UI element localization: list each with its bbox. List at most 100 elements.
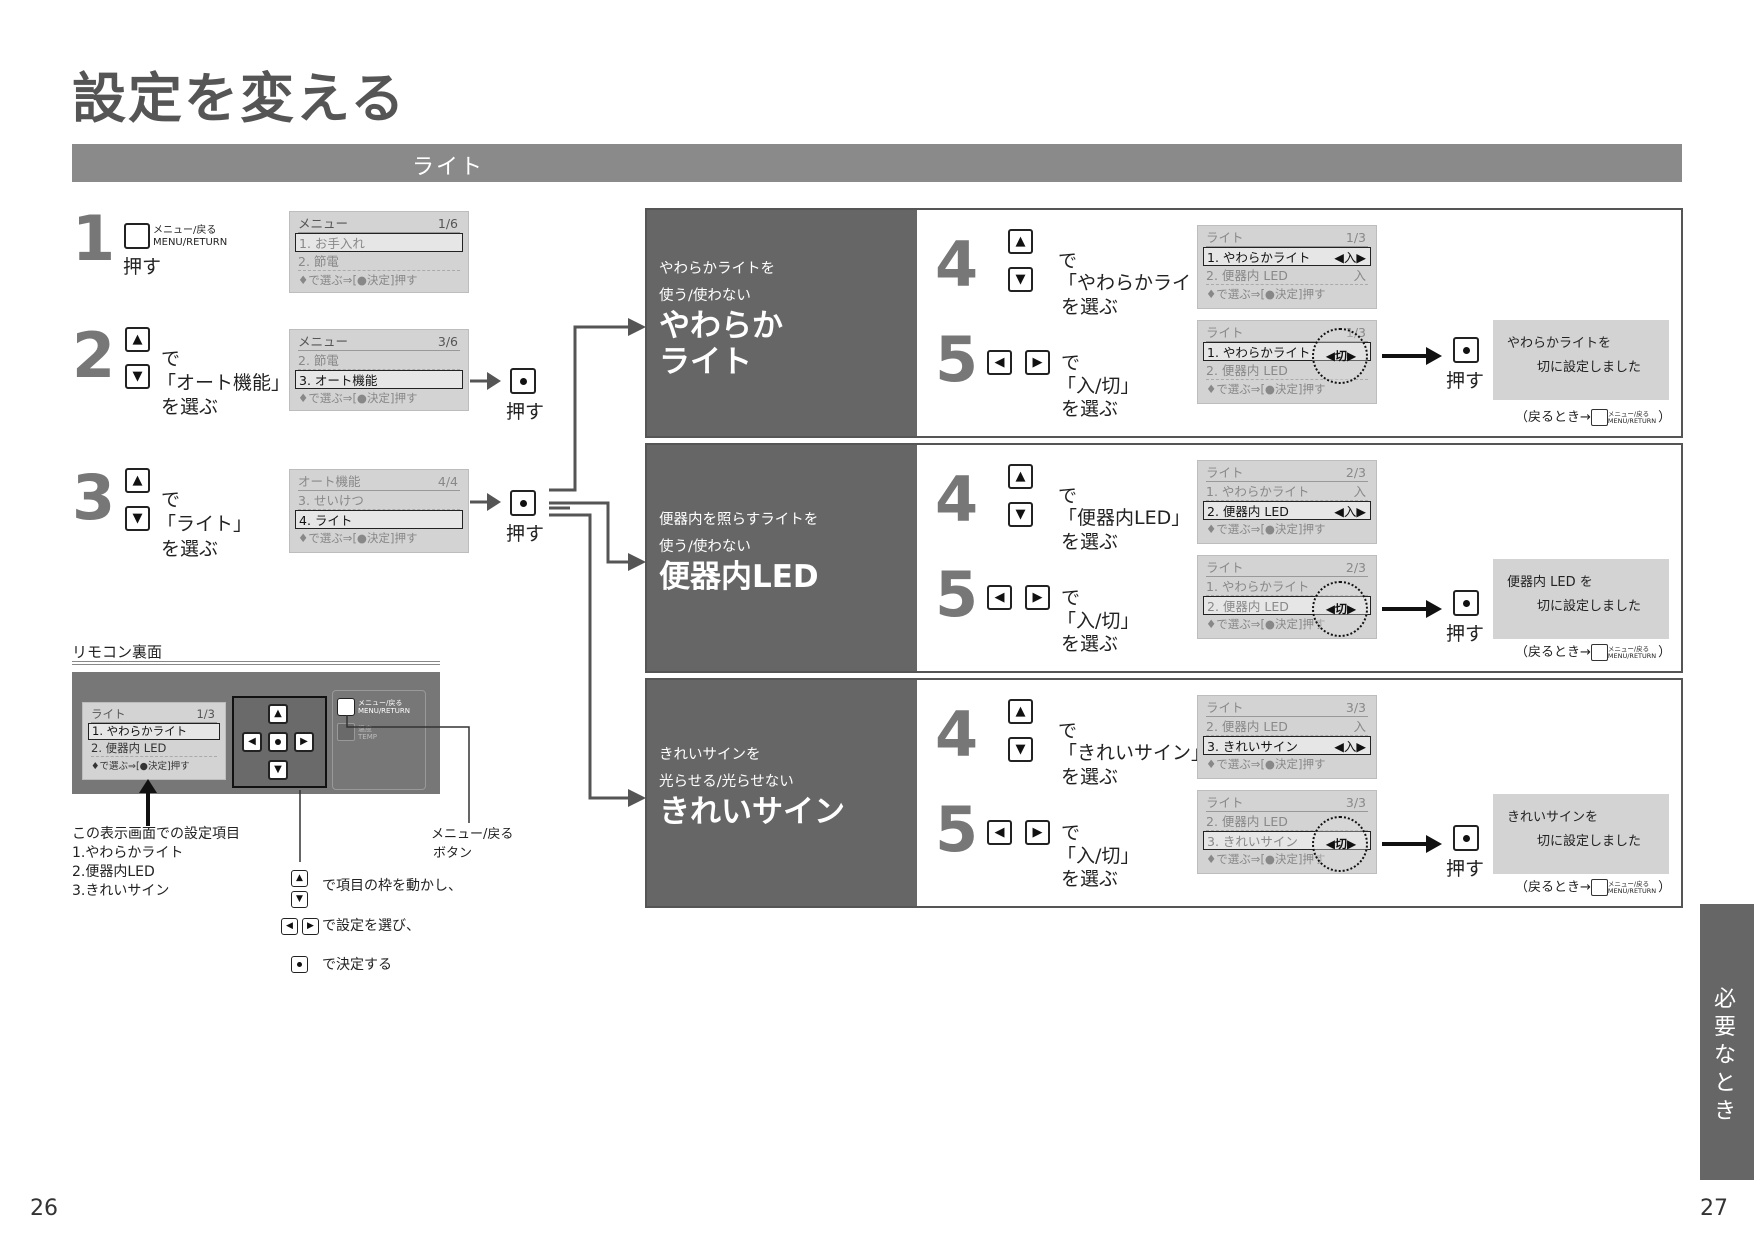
enter-button[interactable] (1453, 337, 1479, 363)
enter-button[interactable] (1453, 825, 1479, 851)
setting-panel-2: 便器内を照らすライトを 使う/使わない 便器内LED 4 ▲ ▼ で 「便器内L… (645, 443, 1683, 673)
confirmation-message: やわらかライトを 切に設定しました (1493, 320, 1669, 400)
section-title: ライト (412, 155, 485, 180)
enter-button[interactable] (510, 368, 536, 394)
up-button[interactable]: ▲ (125, 327, 150, 352)
remote-left-button[interactable]: ◀ (242, 732, 262, 752)
result-arrow (1382, 600, 1442, 618)
remote-right-button[interactable]: ▶ (294, 732, 314, 752)
step-3-press: 押す (506, 523, 545, 545)
down-button[interactable]: ▼ (1008, 502, 1033, 527)
step-3-text1: 「ライト」 (157, 513, 253, 535)
off-value: ◀切▶ (1325, 349, 1357, 363)
menu-button-callout: メニュー/戻るボタン (431, 827, 514, 861)
press-label: 押す (1446, 858, 1485, 880)
enter-icon (291, 956, 308, 973)
highlight-circle (1312, 581, 1368, 637)
remote-down-button[interactable]: ▼ (268, 760, 288, 780)
up-icon: ▲ (291, 870, 308, 887)
step-4-text2: を選ぶ (1061, 531, 1119, 553)
step-5-text2: を選ぶ (1061, 868, 1119, 890)
step-4-text1: 「便器内LED」 (1058, 507, 1191, 529)
remote-top-edge (72, 661, 440, 665)
step-4-number: 4 (935, 698, 979, 771)
right-icon: ▶ (302, 918, 319, 935)
down-button[interactable]: ▼ (125, 506, 150, 531)
down-icon: ▼ (291, 891, 308, 908)
enter-button[interactable] (1453, 590, 1479, 616)
down-button[interactable]: ▼ (1008, 737, 1033, 762)
menu-return-icon (1590, 644, 1608, 661)
step-2-de: で (161, 348, 181, 370)
step-5-text1: 「入/切」 (1057, 845, 1140, 867)
press-label: 押す (1446, 623, 1485, 645)
step-5-de: で (1061, 822, 1081, 844)
hint-decide: で決定する (322, 957, 392, 973)
side-tab: 必要なとき (1700, 904, 1754, 1180)
result-arrow (1382, 835, 1442, 853)
highlight-circle (1312, 328, 1368, 384)
step-2-text2: を選ぶ (161, 396, 219, 418)
step-5-de: で (1061, 352, 1081, 374)
menu-return-button[interactable] (124, 223, 150, 249)
right-button[interactable]: ▶ (1025, 585, 1050, 610)
step-2-press: 押す (506, 401, 545, 423)
left-button[interactable]: ◀ (987, 350, 1012, 375)
up-button[interactable]: ▲ (1008, 229, 1033, 254)
menu-return-icon (1590, 409, 1608, 426)
step-4-text2: を選ぶ (1061, 296, 1119, 318)
step-5-text2: を選ぶ (1061, 398, 1119, 420)
left-button[interactable]: ◀ (987, 585, 1012, 610)
step-5-text2: を選ぶ (1061, 633, 1119, 655)
step-4-de: で (1058, 720, 1078, 742)
panel-name-2: ライト (659, 344, 752, 380)
off-value: ◀切▶ (1325, 837, 1357, 851)
step-2-text1: 「オート機能」 (157, 372, 291, 394)
page-number-right: 27 (1700, 1196, 1728, 1221)
step-3-number: 3 (72, 461, 116, 534)
panel-name: 便器内LED (659, 559, 819, 595)
down-button[interactable]: ▼ (125, 364, 150, 389)
right-button[interactable]: ▶ (1025, 820, 1050, 845)
enter-button[interactable] (510, 490, 536, 516)
left-button[interactable]: ◀ (987, 820, 1012, 845)
up-button[interactable]: ▲ (1008, 464, 1033, 489)
remote-enter-button[interactable] (268, 732, 288, 752)
step-2-number: 2 (72, 319, 116, 392)
off-value: ◀切▶ (1325, 602, 1357, 616)
step-4-number: 4 (935, 228, 979, 301)
right-button[interactable]: ▶ (1025, 350, 1050, 375)
step-5-de: で (1061, 587, 1081, 609)
step-5-number: 5 (935, 323, 979, 396)
page-number-left: 26 (30, 1196, 58, 1221)
step-1-number: 1 (72, 202, 116, 275)
page-title: 設定を変える (72, 67, 407, 130)
remote-menu-button[interactable] (337, 698, 355, 716)
panel-name: きれいサイン (659, 794, 845, 830)
down-button[interactable]: ▼ (1008, 267, 1033, 292)
up-button[interactable]: ▲ (1008, 699, 1033, 724)
confirmation-message: 便器内 LED を 切に設定しました (1493, 559, 1669, 639)
panel-desc-1: やわらかライトを (659, 261, 775, 277)
press-label: 押す (1446, 370, 1485, 392)
step-4-text2: を選ぶ (1061, 766, 1119, 788)
result-arrow (1382, 347, 1442, 365)
step-5-number: 5 (935, 558, 979, 631)
left-icon: ◀ (281, 918, 298, 935)
section-bar: ライト (72, 144, 1682, 182)
remote-dpad: ▲ ◀ ▶ ▼ (232, 696, 327, 788)
panel-desc-1: きれいサインを (659, 747, 761, 763)
panel-name: やわらか (659, 308, 783, 344)
remote-up-button[interactable]: ▲ (268, 704, 288, 724)
step-1-press: 押す (123, 256, 162, 278)
up-button[interactable]: ▲ (125, 468, 150, 493)
